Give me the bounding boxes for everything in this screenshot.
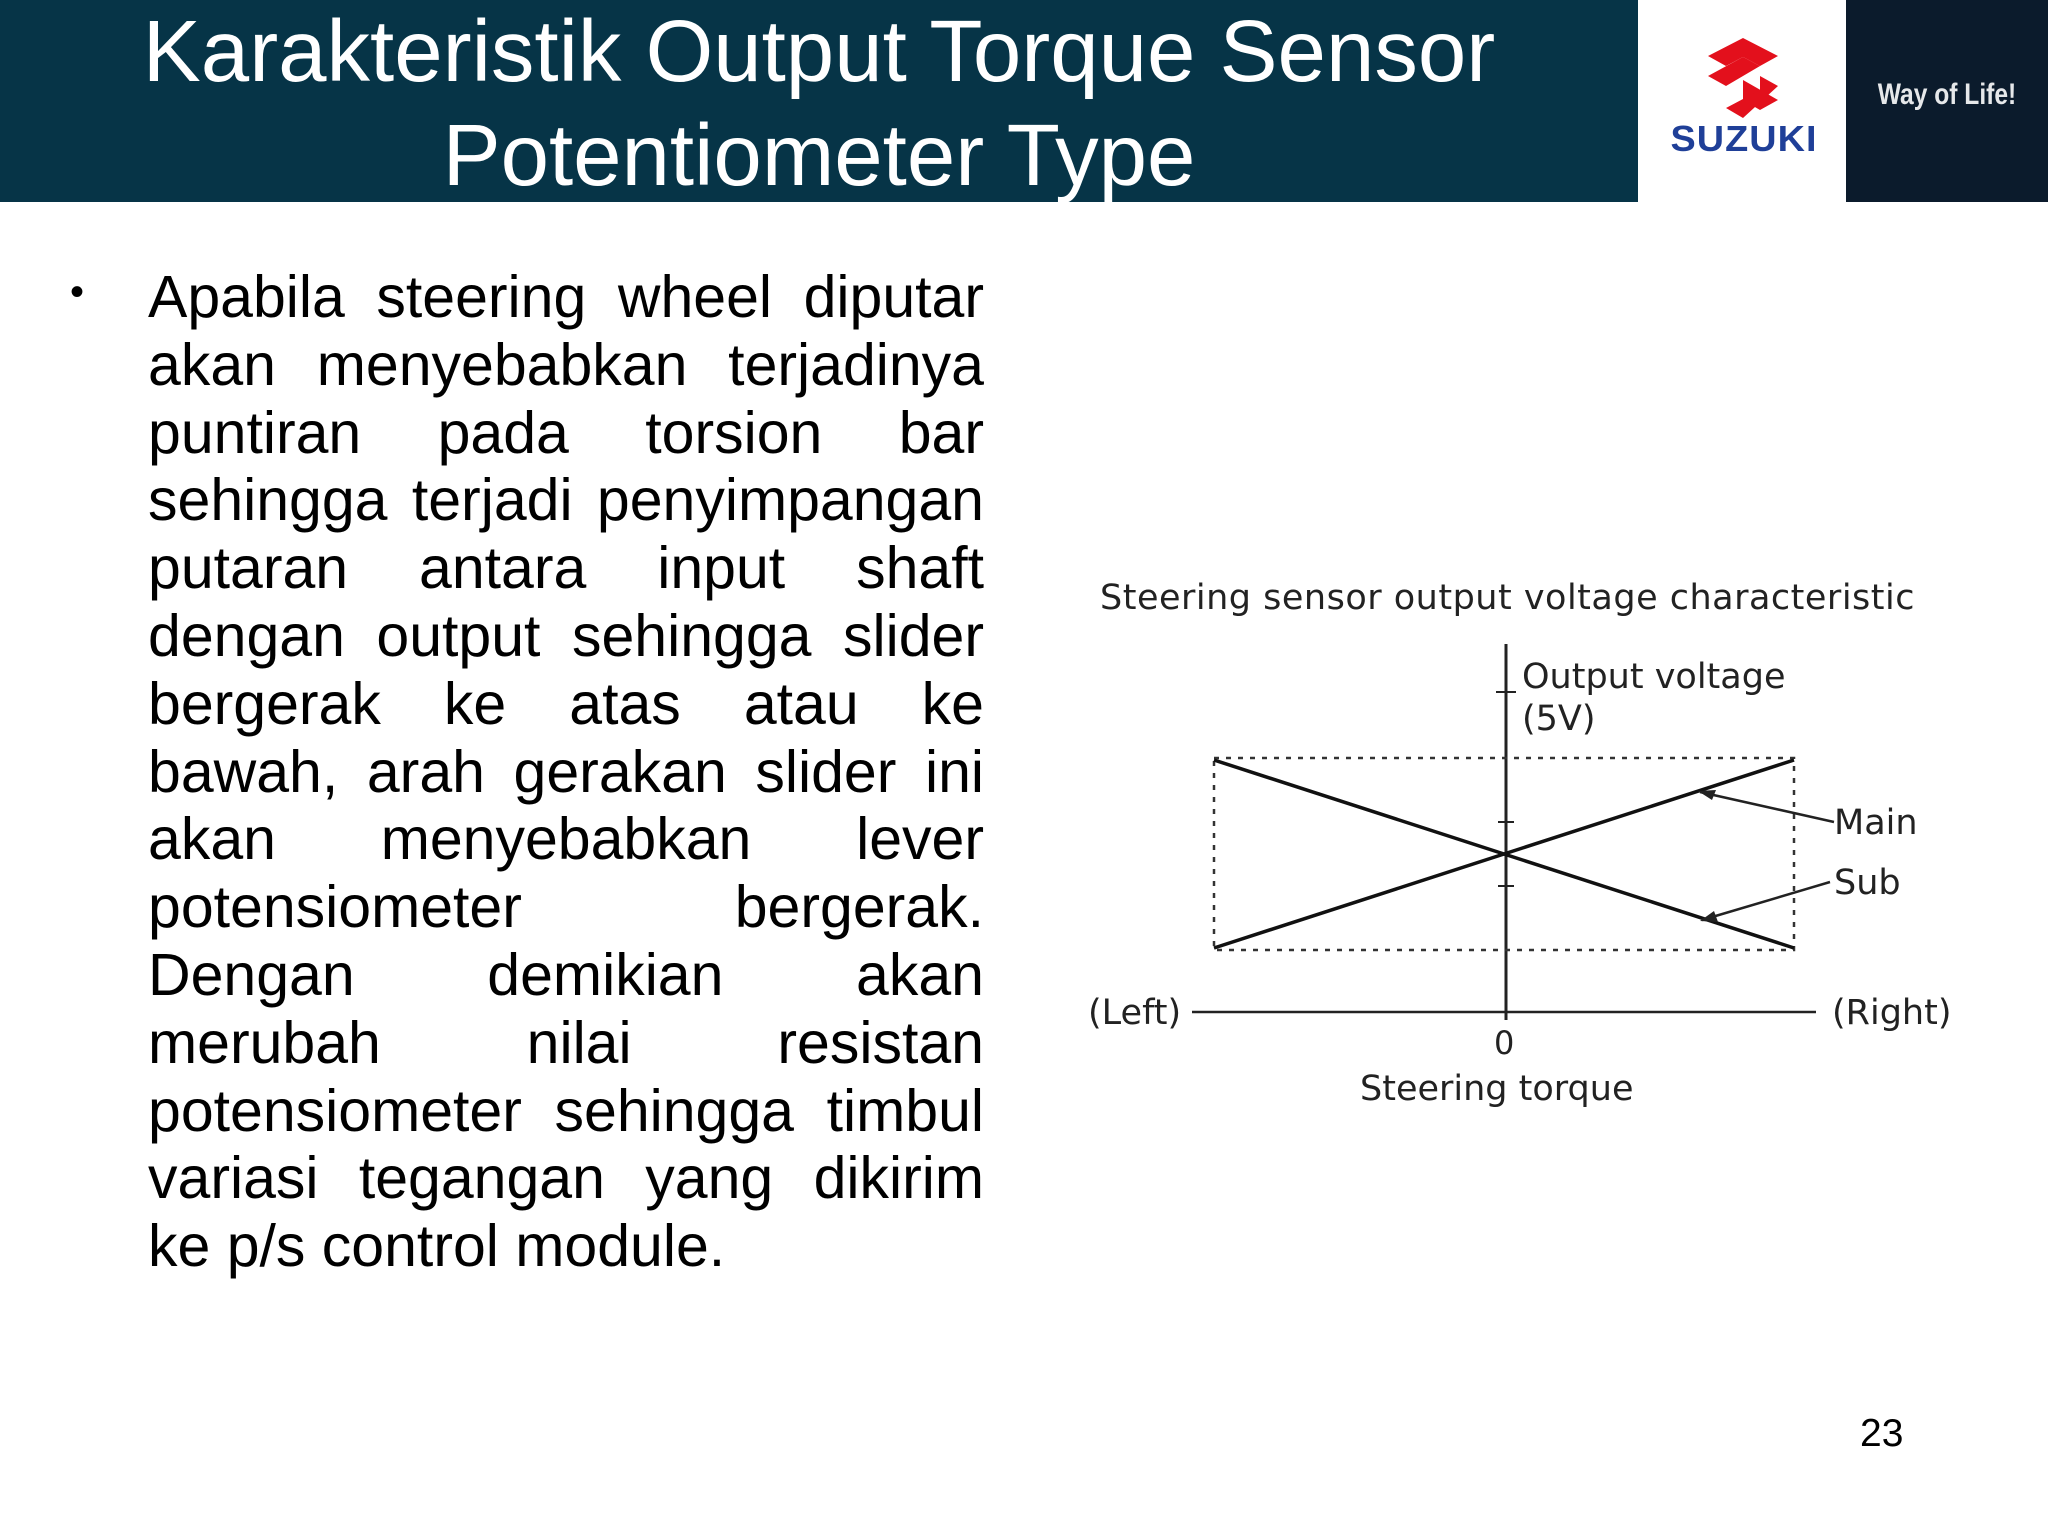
range-box bbox=[1212, 756, 1796, 952]
tagline-panel: Way of Life! bbox=[1846, 0, 2048, 202]
label-sub: Sub bbox=[1834, 863, 1901, 903]
page-number: 23 bbox=[1860, 1412, 1904, 1455]
sub-line bbox=[1213, 758, 1795, 950]
x-left-label: (Left) bbox=[1088, 993, 1181, 1033]
title-line-1: Karakteristik Output Torque Sensor bbox=[142, 3, 1496, 100]
sub-arrow-icon bbox=[1700, 911, 1718, 922]
title-bar bbox=[0, 0, 1638, 202]
figure-title: Steering sensor output voltage character… bbox=[1100, 578, 1915, 618]
suzuki-s-icon bbox=[1708, 38, 1778, 118]
label-main: Main bbox=[1834, 803, 1918, 843]
main-arrow-icon bbox=[1698, 790, 1716, 800]
title-line-2: Potentiometer Type bbox=[442, 107, 1196, 204]
bullet-marker: • bbox=[70, 270, 85, 314]
sensor-characteristic-diagram: Output voltage (5V) Main Sub (Left) (Rig… bbox=[1088, 644, 1951, 1109]
sub-leader bbox=[1701, 880, 1831, 922]
page-title: Karakteristik Output Torque Sensor Poten… bbox=[0, 0, 1638, 204]
main-leader bbox=[1699, 790, 1835, 824]
tagline: Way of Life! bbox=[1877, 78, 2017, 111]
body-paragraph: Apabila steering wheel diputar akan meny… bbox=[148, 264, 984, 1280]
logo-wordmark: SUZUKI bbox=[1670, 118, 1818, 159]
y-axis-label-line-1: Output voltage bbox=[1522, 657, 1785, 697]
y-axis-label-line-2: (5V) bbox=[1522, 699, 1596, 739]
x-right-label: (Right) bbox=[1832, 993, 1951, 1033]
origin-label: 0 bbox=[1494, 1024, 1514, 1062]
x-axis-label: Steering torque bbox=[1360, 1069, 1634, 1109]
suzuki-logo: SUZUKI bbox=[1638, 0, 1846, 202]
